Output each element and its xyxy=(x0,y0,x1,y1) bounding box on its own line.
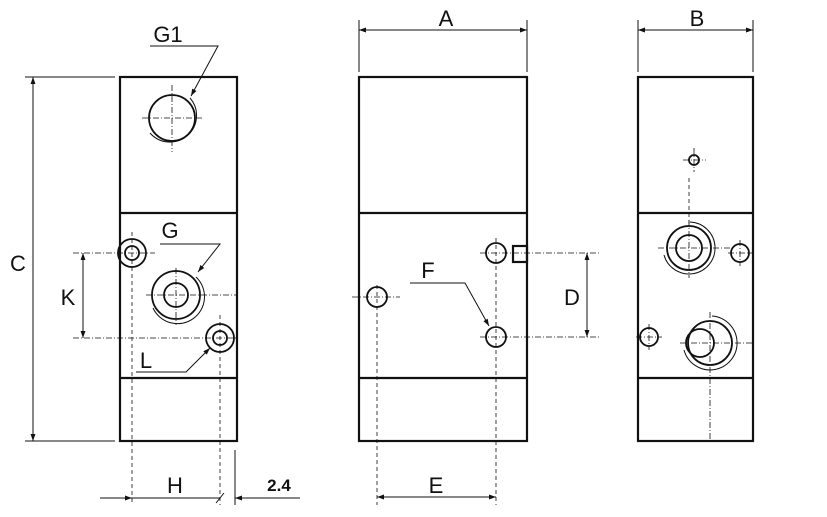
pilot-nub xyxy=(511,244,529,264)
dimension-a-label: A xyxy=(439,6,454,31)
dimension-k-label: K xyxy=(61,285,76,310)
left-side-view: C K G1 G L H 2.4 xyxy=(10,22,300,505)
front-view: A D F E xyxy=(352,6,600,505)
dimension-d-label: D xyxy=(564,285,580,310)
port-g1-label: G1 xyxy=(153,22,182,47)
port-g-label: G xyxy=(161,218,178,243)
port-f-label: F xyxy=(421,258,434,283)
port-g-hole xyxy=(146,268,237,325)
right-port-hole-lower xyxy=(680,312,753,441)
dimension-c-label: C xyxy=(10,251,26,276)
dimension-offset-label: 2.4 xyxy=(267,476,291,495)
port-l-label: L xyxy=(140,348,152,373)
dimension-e-label: E xyxy=(429,473,444,498)
port-g1-hole xyxy=(142,85,202,152)
right-port-hole xyxy=(658,220,730,278)
dimension-b-label: B xyxy=(690,6,705,31)
dimension-h-label: H xyxy=(167,473,183,498)
right-side-view: B xyxy=(636,6,755,443)
